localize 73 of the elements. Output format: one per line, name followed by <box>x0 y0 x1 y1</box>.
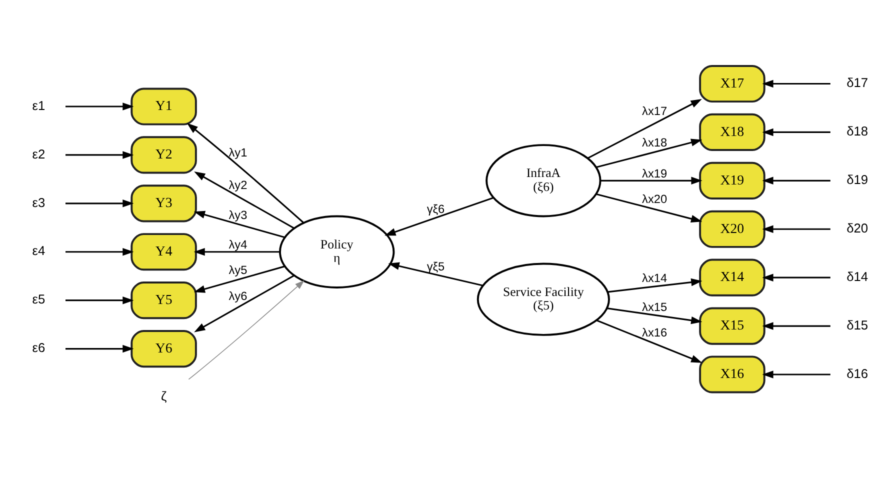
edge-label: λx18 <box>642 136 668 150</box>
node-ellipse: InfraA (ξ6) <box>486 144 602 218</box>
node-box: X15 <box>699 307 766 345</box>
node-text: δ15 <box>846 317 868 332</box>
arrow <box>66 102 134 110</box>
edge-label: λy5 <box>228 263 248 278</box>
node-box: X18 <box>699 113 766 151</box>
node-text: ζ <box>160 388 167 404</box>
arrow <box>388 262 483 286</box>
node-box: X14 <box>699 258 766 296</box>
node-text: ε4 <box>32 243 46 258</box>
node-box: Y1 <box>130 88 197 126</box>
arrow <box>186 123 304 224</box>
arrow <box>608 278 702 293</box>
node-text: ε3 <box>32 194 46 210</box>
arrow <box>194 266 286 293</box>
arrow <box>762 80 830 88</box>
node-box: Y2 <box>130 136 197 174</box>
edge-label: λy2 <box>228 178 248 192</box>
arrow <box>596 320 702 363</box>
edge-label: λx16 <box>642 326 668 340</box>
arrow <box>762 225 830 233</box>
arrow <box>188 280 304 380</box>
arrow <box>607 308 702 324</box>
node-text: ε6 <box>32 340 46 356</box>
arrow <box>66 296 134 304</box>
edge-label: λx19 <box>642 166 668 180</box>
node-box: X20 <box>699 210 766 248</box>
arrow <box>194 274 294 332</box>
arrow <box>66 248 134 256</box>
node-box: X17 <box>699 64 766 103</box>
edge-label: λx15 <box>642 300 668 314</box>
node-text: ε2 <box>32 146 46 162</box>
edge-label: λx14 <box>642 271 668 286</box>
arrow <box>587 98 702 159</box>
arrow <box>762 370 830 378</box>
arrow <box>762 176 830 185</box>
node-box: Y6 <box>130 330 197 368</box>
node-box: X16 <box>699 356 766 394</box>
arrow <box>194 172 294 229</box>
arrow <box>762 274 830 282</box>
edge-label: γξ6 <box>426 202 445 216</box>
node-box: Y4 <box>130 233 197 271</box>
arrow <box>66 344 134 353</box>
arrow <box>66 200 134 208</box>
edge-label: λy3 <box>228 208 248 222</box>
node-text: ε5 <box>32 292 46 307</box>
node-box: X19 <box>699 162 766 200</box>
edge-label: γξ5 <box>426 259 445 274</box>
arrow <box>596 138 702 168</box>
node-text: δ17 <box>846 75 868 90</box>
arrow <box>762 128 830 136</box>
arrow <box>762 322 830 330</box>
node-text: ε1 <box>32 98 46 113</box>
node-text: δ18 <box>846 124 868 139</box>
arrow <box>66 151 134 159</box>
edge-label: λy4 <box>228 238 248 252</box>
node-text: δ14 <box>846 268 868 284</box>
arrow <box>384 196 494 236</box>
arrow <box>194 248 280 256</box>
edge-label: λy6 <box>228 288 248 303</box>
node-text: δ16 <box>846 366 868 381</box>
node-box: Y5 <box>130 282 197 320</box>
arrow <box>194 210 286 238</box>
node-ellipse: Service Facility (ξ5) <box>476 262 610 336</box>
node-text: δ19 <box>846 172 868 188</box>
node-box: Y3 <box>130 184 197 222</box>
node-text: δ20 <box>846 220 868 236</box>
arrow <box>596 193 702 223</box>
edge-label: λy1 <box>228 146 248 160</box>
edge-label: λx20 <box>642 192 668 206</box>
edge-label: λx17 <box>642 104 668 118</box>
arrow <box>600 176 702 185</box>
